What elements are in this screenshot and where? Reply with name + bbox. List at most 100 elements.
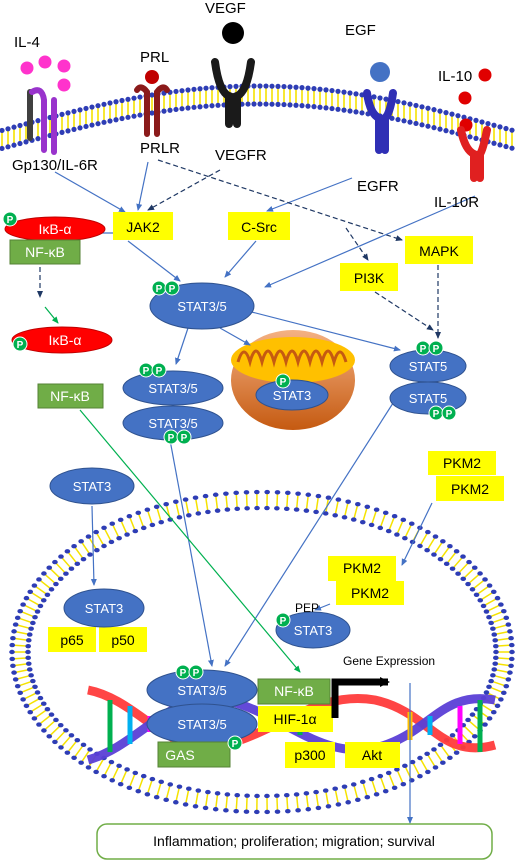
envelope-lipid [286,797,289,810]
envelope-lipid [31,592,43,600]
envelope-lipid [235,494,238,507]
stat-proteins: STAT3/5 STAT3/5 STAT3/5 STAT3 STAT5 STAT… [49,282,467,745]
phospho-label: P [180,668,187,679]
envelope-lipid [434,750,443,762]
envelope-head [305,492,312,497]
phospho-group: P [275,612,291,628]
envelope-head [158,779,165,785]
envelope-head [140,525,147,531]
membrane-head [281,83,287,90]
membrane-head [107,100,113,106]
ikba-released: IκB-α [11,326,113,354]
vegf-label: VEGF [205,0,246,17]
envelope-head [32,684,38,689]
membrane-head [329,105,335,112]
envelope-head [443,561,450,567]
membrane-head [305,103,311,109]
envelope-lipid [296,796,299,809]
envelope-lipid [315,793,319,807]
membrane-head [209,103,215,109]
envelope-lipid [371,780,377,793]
p65-label: p65 [60,632,84,648]
nfkb-label: NF-κB [25,244,65,260]
membrane-head [59,111,65,117]
pkm2-label: PKM2 [443,455,481,471]
envelope-lipid [68,552,77,563]
membrane-head [425,123,431,129]
membrane-head [311,104,317,110]
phospho-circle [2,211,18,227]
signal-arrow [266,177,353,212]
membrane-head [281,101,287,108]
envelope-head [57,722,64,728]
envelope-head [264,809,270,815]
signal-arrow [54,171,126,213]
envelope-head [48,587,55,592]
envelope-lipid [464,568,474,578]
stat35-activated-label: STAT3/5 [177,299,226,314]
envelope-head [243,490,250,495]
envelope-head [64,750,71,755]
envelope-head [491,667,498,672]
envelope-lipid [15,631,28,635]
signal-arrow [224,399,396,667]
stat5-top-label: STAT5 [409,359,448,374]
envelope-head [202,493,209,499]
envelope-head [425,769,431,775]
envelope-lipid [156,783,162,796]
envelope-head [186,786,192,791]
membrane-head [107,118,113,124]
phospho-circle [428,340,444,356]
phospho-circle [151,362,167,378]
pkm2-label: PKM2 [451,481,489,497]
envelope-head [153,795,160,800]
envelope-head [63,728,69,733]
envelope-head [94,548,100,553]
envelope-lipid [44,574,55,584]
envelope-head [453,750,460,755]
envelope-head [264,489,270,495]
envelope-head [205,789,211,795]
signal-arrow [44,306,59,324]
envelope-head [508,656,515,662]
envelope-head [202,805,209,811]
membrane-head [479,119,485,125]
ikb-nfkb-complex: IκB-α NF-κB [4,216,106,265]
envelope-head [25,643,31,649]
membrane-head [257,101,263,107]
envelope-head [364,504,371,509]
signal-arrow [175,327,189,365]
envelope-head [364,795,371,800]
envelope-head [223,808,229,813]
membrane-head [497,124,503,130]
envelope-head [341,784,348,789]
envelope-lipid [27,698,40,706]
membrane-head [179,88,185,94]
envelope-head [432,765,439,770]
membrane-head [473,117,479,123]
envelope-head [486,716,493,721]
envelope-lipid [225,796,228,809]
pkm2-stat3 [275,611,351,649]
membrane-head [383,96,389,102]
envelope-lipid [362,783,368,796]
envelope-head [85,534,92,539]
membrane-head [377,95,383,101]
envelope-lipid [497,644,510,647]
phospho-label: P [7,215,14,226]
egfr-label: EGFR [357,178,399,195]
envelope-head [126,785,133,790]
envelope-head [233,490,239,496]
envelope-head [101,525,107,530]
envelope-lipid [27,598,40,606]
envelope-head [483,609,490,614]
phospho-group: P [428,340,444,356]
envelope-head [359,779,366,785]
pi3k-box [340,263,398,291]
envelope-head [40,701,47,706]
phospho-label: P [156,284,163,295]
envelope-lipid [441,746,450,757]
membrane-head [347,90,353,96]
membrane-head [293,84,299,90]
envelope-head [382,510,389,516]
